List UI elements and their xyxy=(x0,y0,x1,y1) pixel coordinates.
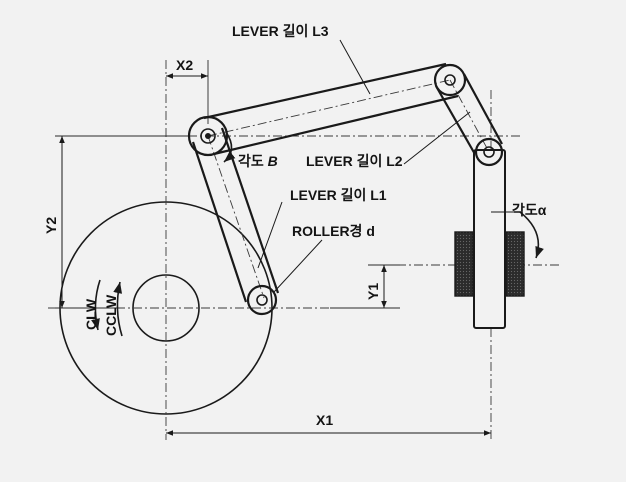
lever-l1-centerline xyxy=(207,135,265,299)
lever-l3-edge-top xyxy=(203,62,447,120)
upper-joint-boss xyxy=(433,63,467,97)
label-angle-b: 각도 B xyxy=(238,153,278,169)
label-y2: Y2 xyxy=(43,217,59,234)
lever-l1-edge-left xyxy=(191,141,248,303)
rotation-indicators xyxy=(91,279,123,337)
label-clw: CLW xyxy=(83,298,99,330)
angle-a-arc xyxy=(519,211,544,259)
main-pivot-pin xyxy=(205,133,211,139)
lever-l3 xyxy=(187,62,459,157)
label-lever-l1: LEVER 길이 L1 xyxy=(290,187,387,203)
main-pivot-boss xyxy=(187,115,229,157)
label-lever-l2: LEVER 길이 L2 xyxy=(306,153,403,169)
lever-l2-centerline xyxy=(449,79,489,151)
lower-joint-boss xyxy=(474,137,504,167)
label-angle-a: 각도α xyxy=(512,202,547,218)
guide-block-left xyxy=(454,231,474,297)
extension-lines xyxy=(55,60,400,309)
label-cclw: CCLW xyxy=(103,294,119,336)
label-roller: ROLLER경 d xyxy=(292,223,375,239)
roller-pin xyxy=(256,294,268,306)
roller-leader xyxy=(273,239,323,293)
leader-lines xyxy=(257,39,471,293)
label-angle-b-prefix: 각도 xyxy=(238,153,268,169)
lever-l2-edge-right xyxy=(463,73,503,145)
lower-joint-pin xyxy=(483,146,495,158)
l3-leader xyxy=(339,39,371,95)
l2-leader xyxy=(403,111,471,165)
lever-l2 xyxy=(433,63,503,157)
main-pivot-pin-outer xyxy=(200,128,216,144)
label-angle-b-symbol: B xyxy=(268,153,278,169)
label-lever-l3: LEVER 길이 L3 xyxy=(232,23,329,39)
label-x2: X2 xyxy=(176,57,193,73)
label-x1: X1 xyxy=(316,412,333,428)
slider-rod xyxy=(473,149,506,329)
slider-assembly xyxy=(454,137,544,329)
lever-l3-edge-bottom xyxy=(213,94,459,156)
clw-arrow-icon xyxy=(91,279,101,331)
angle-b-arc xyxy=(223,131,236,163)
guide-block-right xyxy=(505,231,525,297)
cclw-arrow-icon xyxy=(113,281,123,337)
lever-l2-edge-left xyxy=(435,85,477,157)
lever-l3-centerline xyxy=(207,79,451,137)
roller-outer xyxy=(246,284,278,316)
dimension-arrows xyxy=(59,73,491,436)
upper-joint-pin xyxy=(444,74,456,86)
l1-leader xyxy=(257,201,283,269)
label-y1: Y1 xyxy=(365,283,381,300)
roller xyxy=(246,284,278,316)
